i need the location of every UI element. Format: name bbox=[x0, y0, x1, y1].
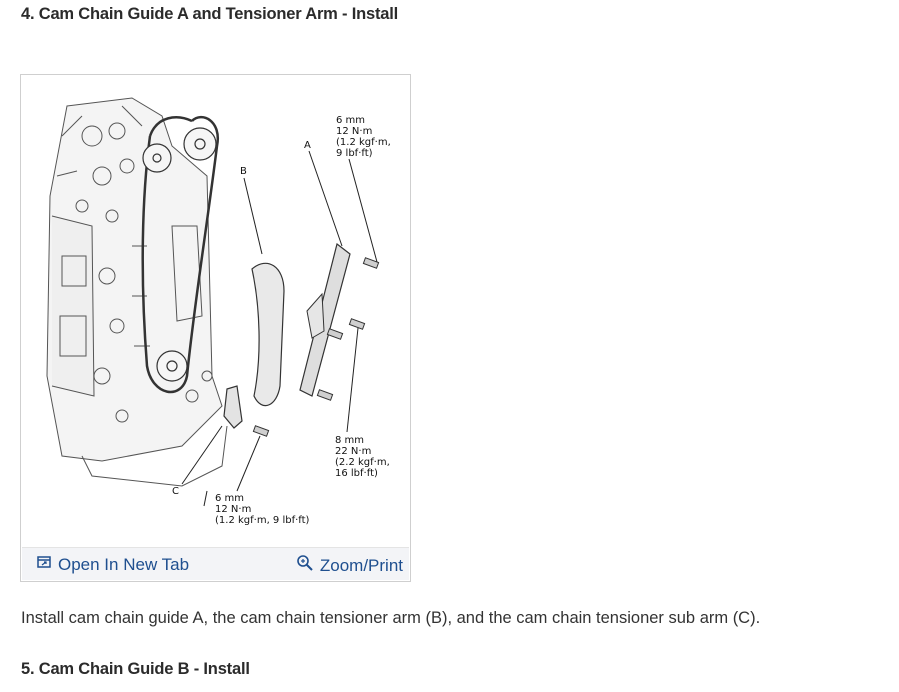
torque-b-line1: 8 mm bbox=[335, 435, 364, 446]
torque-a-line2: 12 N·m bbox=[336, 126, 372, 137]
torque-c-line2: 12 N·m bbox=[215, 504, 251, 515]
label-b: B bbox=[240, 166, 247, 177]
torque-c-line3: (1.2 kgf·m, 9 lbf·ft) bbox=[215, 515, 310, 526]
chain-guide-a-drawing bbox=[299, 242, 351, 397]
torque-b-line3: (2.2 kgf·m, bbox=[335, 457, 390, 468]
torque-a-line3: (1.2 kgf·m, bbox=[336, 137, 391, 148]
open-in-new-tab-link[interactable]: Open In New Tab bbox=[36, 554, 189, 575]
torque-b-line4: 16 lbf·ft) bbox=[335, 468, 378, 479]
torque-a-line4: 9 lbf·ft) bbox=[336, 148, 373, 159]
label-a: A bbox=[304, 140, 311, 151]
zoom-print-label: Zoom/Print bbox=[319, 555, 403, 575]
engine-diagram-svg: A B C 6 mm 12 N·m (1.2 kgf·m, 9 lbf·ft) … bbox=[46, 97, 391, 526]
open-in-new-tab-label: Open In New Tab bbox=[58, 554, 190, 574]
open-in-new-tab-icon bbox=[36, 554, 52, 575]
step-4-description: Install cam chain guide A, the cam chain… bbox=[21, 609, 761, 627]
step-4-title: 4. Cam Chain Guide A and Tensioner Arm -… bbox=[21, 5, 398, 23]
tensioner-arm-b-drawing bbox=[251, 262, 285, 407]
zoom-icon bbox=[296, 554, 314, 577]
sprockets-drawing bbox=[142, 127, 217, 382]
label-c: C bbox=[172, 486, 179, 497]
engine-diagram: A B C 6 mm 12 N·m (1.2 kgf·m, 9 lbf·ft) … bbox=[22, 76, 410, 549]
step-5-title: 5. Cam Chain Guide B - Install bbox=[21, 660, 250, 678]
leader-lines bbox=[181, 150, 378, 507]
torque-a-line1: 6 mm bbox=[336, 115, 365, 126]
figure-action-bar: Open In New Tab Zoom/Print bbox=[22, 547, 409, 580]
torque-c-line1: 6 mm bbox=[215, 493, 244, 504]
bolts-drawing bbox=[252, 257, 380, 437]
tensioner-sub-arm-c-drawing bbox=[223, 385, 243, 429]
zoom-print-link[interactable]: Zoom/Print bbox=[296, 554, 403, 577]
torque-b-line2: 22 N·m bbox=[335, 446, 371, 457]
figure-container: A B C 6 mm 12 N·m (1.2 kgf·m, 9 lbf·ft) … bbox=[20, 74, 411, 582]
timing-chain-drawing bbox=[141, 115, 220, 394]
